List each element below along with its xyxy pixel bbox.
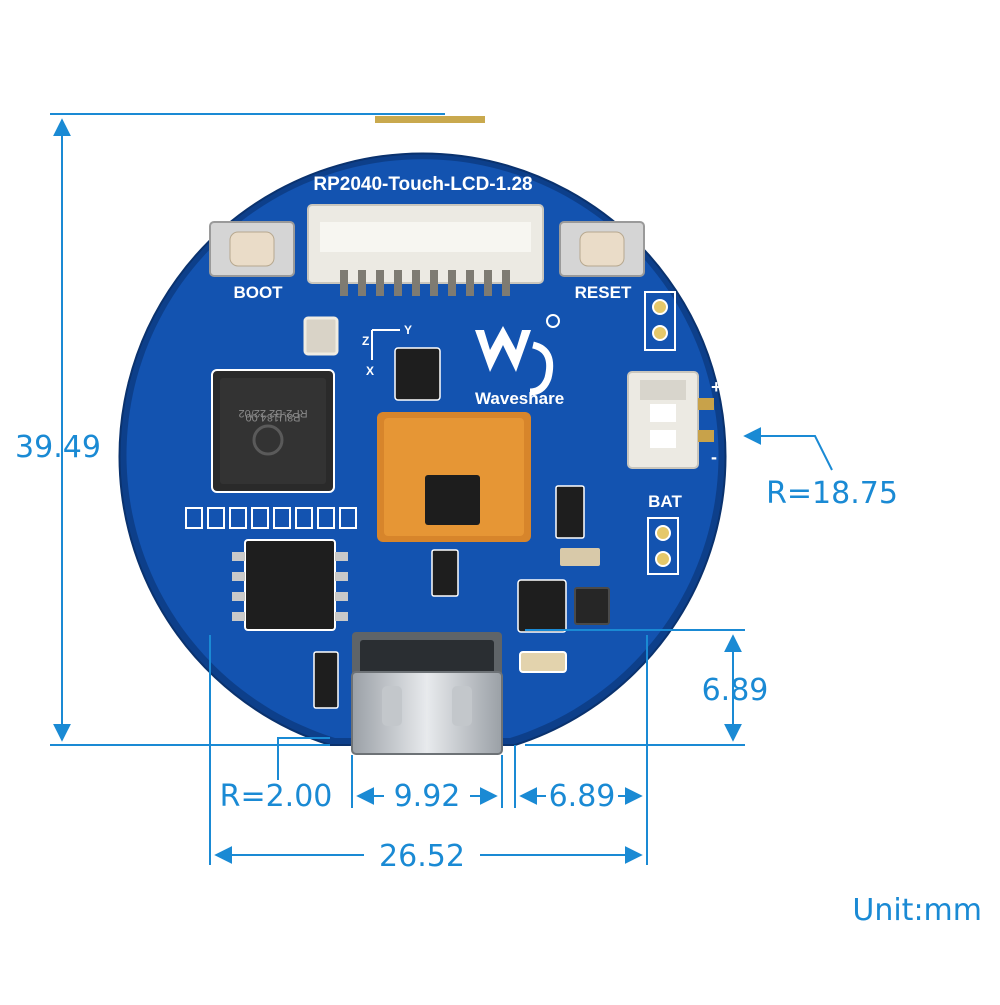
- boot-label: BOOT: [233, 283, 283, 302]
- battery-plus: +: [711, 377, 722, 397]
- header-pins-top: [644, 291, 676, 351]
- bottom-width-dimension: 26.52: [379, 839, 465, 874]
- rp2040-chip: [211, 369, 335, 493]
- bat-header-pins: [647, 517, 679, 575]
- crystal: [303, 316, 339, 356]
- resistor-array: [185, 507, 357, 529]
- usb-c-connector: [351, 632, 503, 755]
- battery-connector: [627, 371, 714, 469]
- capacitor-bottom: [519, 651, 567, 673]
- inductor: [574, 587, 610, 625]
- battery-minus: -: [711, 447, 717, 467]
- usb-offset-dimension: 6.89: [549, 779, 616, 814]
- charger-chip: [517, 579, 567, 633]
- imu-chip: [394, 347, 441, 401]
- axis-indicator: [371, 329, 400, 360]
- bat-label: BAT: [648, 492, 682, 511]
- regulator-chip: [431, 549, 459, 597]
- corner-radius-leader: [277, 737, 330, 780]
- radius-leader: [745, 435, 833, 471]
- notch-height-dimension: 6.89: [702, 673, 769, 708]
- unit-label: Unit:mm: [852, 893, 982, 928]
- reset-button: [559, 221, 645, 277]
- corner-radius-dimension: R=2.00: [220, 779, 333, 814]
- board-title: RP2040-Touch-LCD-1.28: [313, 174, 532, 195]
- axis-x-label: X: [366, 364, 374, 378]
- diode: [313, 651, 339, 709]
- reset-label: RESET: [575, 283, 632, 302]
- brand-label: Waveshare: [475, 389, 564, 408]
- usb-width-dimension: 9.92: [394, 779, 461, 814]
- height-dimension: 39.49: [15, 430, 101, 465]
- mosfet-chip: [555, 485, 585, 539]
- axis-z-label: Z: [362, 334, 369, 348]
- waveshare-logo-icon: [475, 314, 560, 396]
- mcu-marking-2: P8U184.00: [245, 411, 300, 423]
- boot-button: [209, 221, 295, 277]
- dimension-lines: [50, 113, 833, 865]
- touch-flex-cable: [377, 412, 531, 542]
- mcu-marking-1: RP2-B2 22/02: [238, 407, 307, 419]
- flash-chip: [232, 539, 348, 631]
- fpc-connector: [307, 204, 544, 296]
- top-edge-strip: [375, 116, 485, 123]
- axis-y-label: Y: [404, 323, 412, 337]
- radius-dimension: R=18.75: [766, 476, 898, 511]
- capacitor-tan: [560, 548, 600, 566]
